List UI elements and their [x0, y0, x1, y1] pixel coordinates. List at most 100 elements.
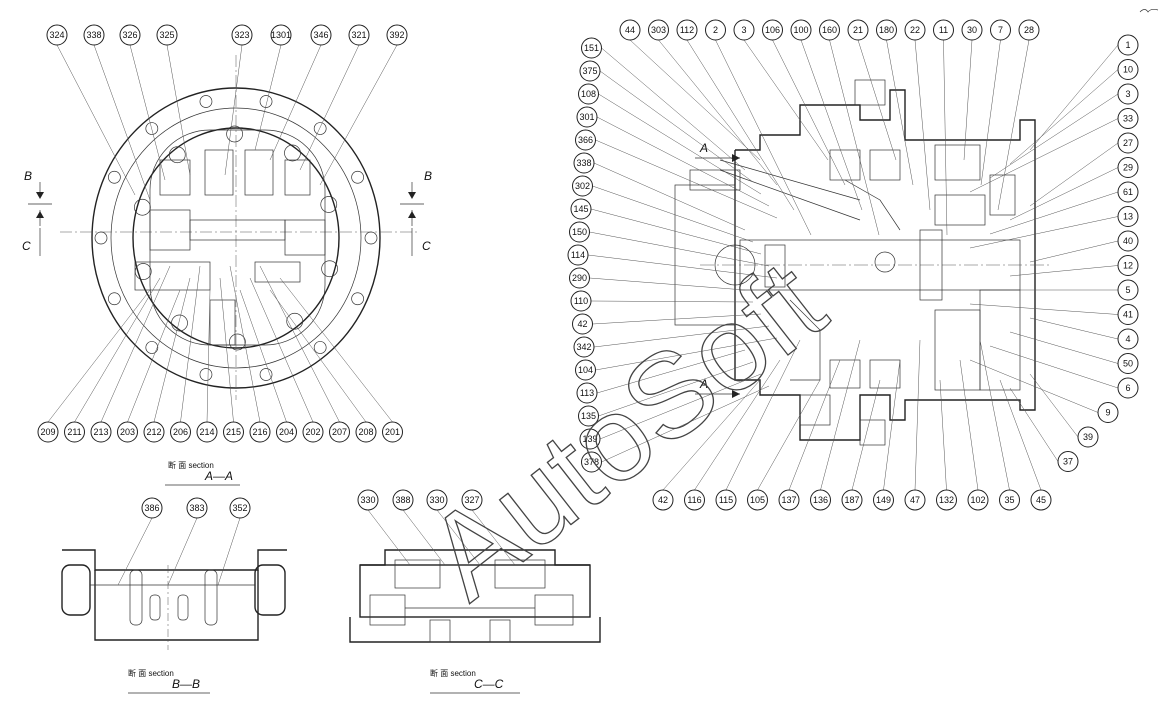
callout-main-top: 7	[990, 19, 1011, 41]
callout-main-bottom: 115	[715, 489, 737, 511]
aa-leader-top	[129, 44, 166, 181]
main-leader-bottom	[883, 359, 901, 491]
callout-main-bottom-label: 137	[781, 495, 796, 505]
callout-main-bottom-label: 45	[1036, 495, 1046, 505]
main-leader-right	[1029, 240, 1119, 263]
main-leader-top	[715, 39, 812, 236]
main-leader-right	[1029, 44, 1119, 151]
callout-main-right-label: 1	[1125, 40, 1130, 50]
callout-main-top-label: 11	[939, 25, 948, 35]
callout-aa-bottom: 215	[223, 421, 244, 443]
callout-bb: 383	[186, 497, 208, 519]
callout-main-left-label: 342	[576, 342, 591, 352]
callout-aa-bottom: 211	[64, 421, 85, 443]
callout-main-left: 301	[576, 106, 598, 128]
main-leader-right	[1009, 265, 1119, 277]
callout-aa-top: 324	[46, 24, 68, 46]
callout-main-top-label: 112	[680, 25, 694, 35]
main-leader-right	[969, 118, 1119, 193]
callout-main-top-label: 44	[625, 25, 635, 35]
callout-aa-bottom-label: 208	[358, 427, 373, 437]
callout-aa-top: 1301	[270, 24, 292, 46]
callout-main-top: 44	[619, 19, 641, 41]
aa-leader-bottom	[206, 289, 211, 423]
callout-cc: 388	[392, 489, 414, 511]
aa-leader-bottom	[127, 289, 181, 423]
callout-main-top: 30	[961, 19, 983, 41]
callout-main-right: 6	[1117, 377, 1139, 399]
aa-leader-bottom	[269, 289, 367, 423]
callout-cc-label: 330	[360, 495, 375, 505]
callout-main-bottom: 137	[778, 489, 800, 511]
aa-leader-bottom	[229, 265, 261, 423]
callout-main-top: 106	[762, 19, 783, 41]
callout-main-bottom: 47	[904, 489, 926, 511]
main-leader-bottom	[725, 339, 801, 491]
flange-bolt-hole	[108, 170, 121, 184]
inner-bolt	[286, 312, 304, 330]
callout-main-right: 29	[1117, 157, 1139, 178]
main-leader-left	[595, 139, 778, 219]
callout-main-right-label: 41	[1123, 310, 1133, 320]
callout-main-bottom: 102	[967, 489, 989, 511]
callout-main-left: 145	[570, 198, 592, 220]
main-leader-right	[969, 359, 1099, 413]
aa-leader-top	[93, 44, 151, 201]
callout-aa-top: 346	[310, 24, 332, 46]
aa-leader-top	[166, 44, 191, 176]
aa-leader-bottom	[279, 277, 393, 423]
callout-main-top-label: 21	[853, 25, 863, 35]
callout-main-bottom: 116	[684, 489, 705, 511]
flange-bolt-hole	[199, 95, 213, 108]
main-leader-top	[914, 39, 931, 211]
callout-bb: 386	[141, 497, 163, 519]
callout-main-right-label: 40	[1123, 236, 1133, 246]
callout-aa-bottom: 206	[170, 421, 191, 443]
section-bb-caption: B—B	[172, 677, 200, 691]
callout-aa-top: 326	[119, 24, 141, 46]
callout-main-top: 22	[904, 19, 926, 41]
callout-aa-bottom: 216	[249, 421, 271, 443]
callout-cc: 330	[357, 489, 379, 511]
callout-aa-bottom-label: 204	[279, 427, 294, 437]
callout-main-left: 114	[567, 244, 589, 266]
main-leader-bottom	[757, 379, 821, 491]
main-leader-left	[601, 385, 770, 463]
callout-cc-label: 388	[395, 495, 410, 505]
main-leader-bottom	[662, 379, 761, 491]
callout-main-top-label: 30	[967, 25, 977, 35]
callout-main-right: 3	[1117, 83, 1139, 105]
callout-main-left-label: 104	[578, 365, 593, 375]
callout-main-right-label: 27	[1123, 138, 1133, 148]
callout-main-left-label: 151	[584, 43, 599, 53]
main-leader-right	[969, 216, 1119, 249]
main-leader-left	[593, 325, 770, 348]
bb-leader	[117, 517, 153, 586]
aa-leader-bottom	[180, 265, 201, 423]
callout-aa-top: 323	[231, 24, 253, 46]
callout-main-bottom: 149	[873, 489, 894, 511]
main-leader-right	[1029, 317, 1119, 340]
main-leader-left	[601, 47, 746, 171]
callout-main-left: 108	[578, 83, 599, 105]
main-side-view	[674, 79, 1050, 446]
callout-aa-top-label: 392	[389, 30, 404, 40]
main-leader-top	[997, 39, 1030, 211]
callout-aa-bottom: 213	[90, 421, 112, 443]
callout-bb-label: 383	[189, 503, 204, 513]
callout-main-left: 151	[581, 37, 602, 59]
main-leader-top	[772, 39, 846, 186]
main-leader-left	[592, 185, 754, 243]
callout-main-top-label: 22	[910, 25, 920, 35]
callout-aa-bottom: 208	[355, 421, 377, 443]
bb-leader	[217, 517, 241, 586]
main-leader-left	[599, 373, 762, 440]
callout-aa-top-label: 323	[234, 30, 249, 40]
callout-aa-top: 321	[348, 24, 370, 46]
callout-main-top-label: 100	[793, 25, 808, 35]
callout-main-right: 12	[1117, 255, 1139, 276]
main-leader-bottom	[788, 359, 841, 491]
aa-leader-top	[299, 44, 360, 171]
callout-main-top: 2	[705, 19, 726, 41]
